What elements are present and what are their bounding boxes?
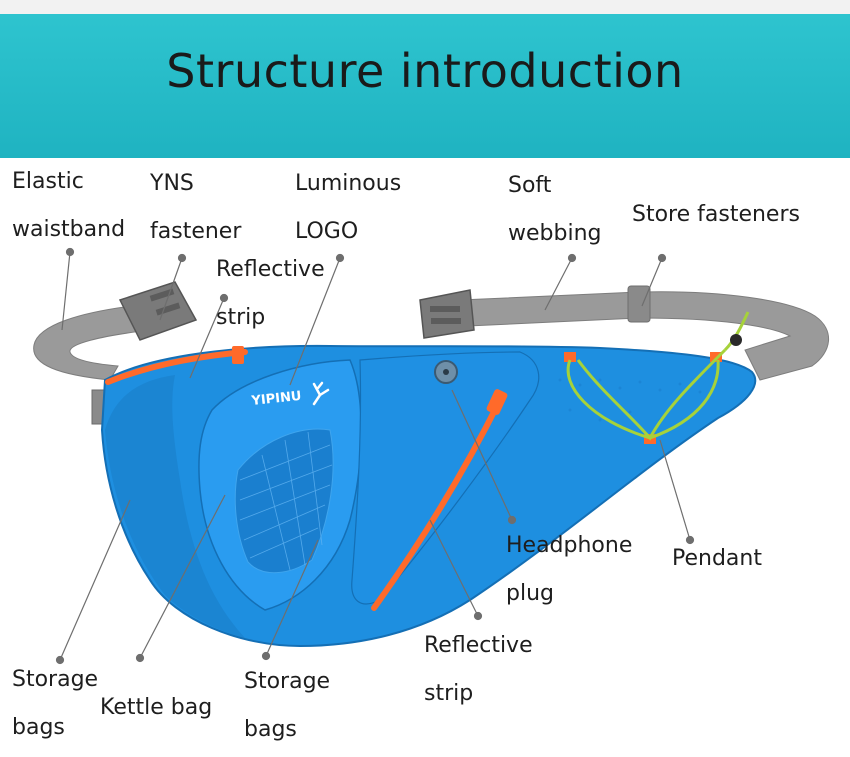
label-luminous-logo: Luminous LOGO [295,171,402,244]
label-headphone-plug: Headphone plug [506,533,633,606]
label-pendant: Pendant [672,546,762,571]
label-elastic-waistband: Elastic waistband [12,169,126,242]
label-reflective-strip-bottom: Reflective strip [424,633,533,706]
mesh-panel [234,428,334,574]
label-store-fasteners: Store fasteners [632,202,800,227]
store-fastener-slider [627,285,651,323]
brand-logo: YIPINU [250,389,302,409]
cord-lock [730,334,742,346]
page-title: Structure introduction [166,44,684,98]
label-reflective-strip-top: Reflective strip [216,257,325,330]
right-buckle [419,289,475,339]
label-soft-webbing: Soft webbing [508,173,602,246]
diagonal-reflective-zipper [371,397,503,611]
label-storage-bags-middle: Storage bags [244,669,331,742]
label-storage-bags-left: Storage bags [12,667,99,740]
label-kettle-bag: Kettle bag [100,695,213,720]
top-reflective-zipper [105,349,248,385]
top-strip [0,0,850,14]
title-banner: Structure introduction [0,14,850,158]
soft-webbing-strap [459,291,830,381]
label-yns-fastener: YNS fastener [150,171,242,244]
